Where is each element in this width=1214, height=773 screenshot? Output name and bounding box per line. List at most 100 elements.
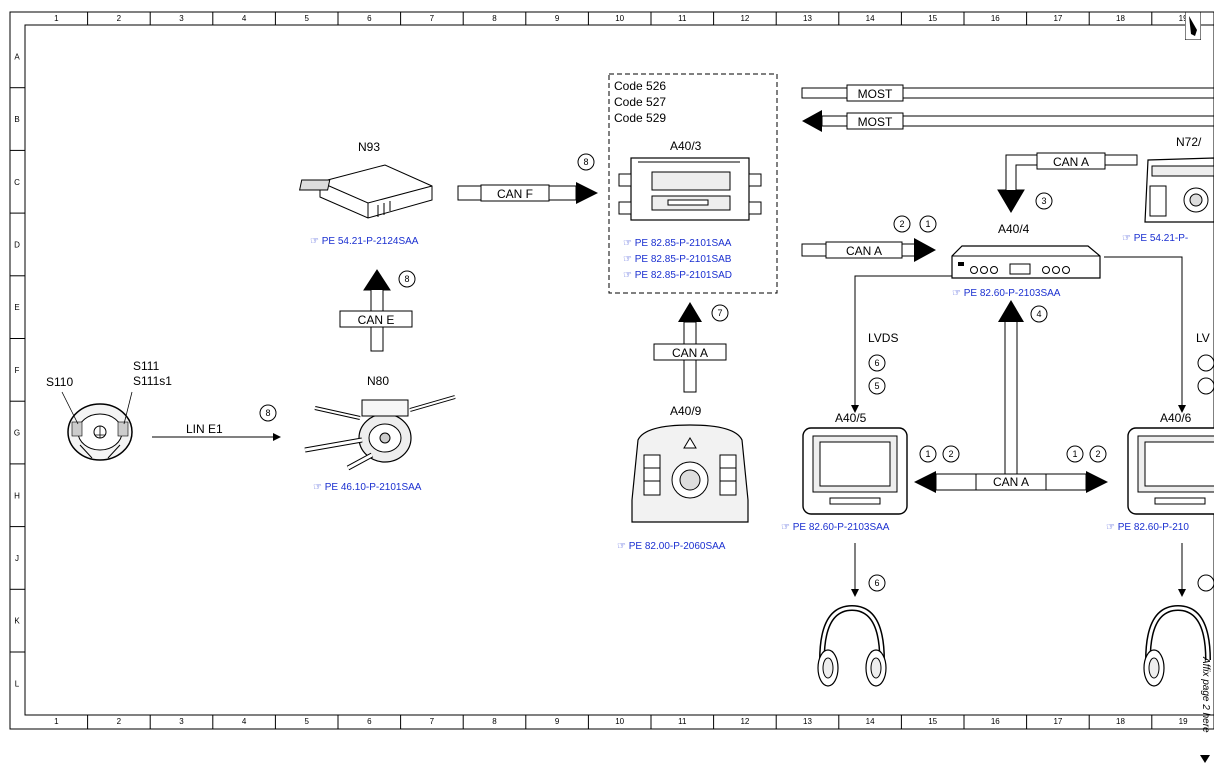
grid-col-label: 17 xyxy=(1053,14,1062,23)
grid-col-label: 10 xyxy=(615,717,624,726)
callout-8-canf-text: 8 xyxy=(583,157,588,167)
grid-col-label: 9 xyxy=(555,717,560,726)
callout-2-right xyxy=(1089,445,1107,463)
steering-wheel-s110-s111 xyxy=(61,391,133,461)
grid-col-label: 5 xyxy=(304,14,309,23)
ref-n93: ☞ PE 54.21-P-2124SAA xyxy=(310,236,419,247)
label-can-a-top: CAN A xyxy=(1053,155,1089,169)
label-lvds: LVDS xyxy=(868,331,898,345)
can-e-connection xyxy=(339,269,413,352)
grid-col-label: 11 xyxy=(678,717,687,726)
ref-a40-3-2: ☞ PE 82.85-P-2101SAB xyxy=(623,254,732,265)
label-a40-5: A40/5 xyxy=(835,411,867,425)
ref-a40-4: ☞ PE 82.60-P-2103SAA xyxy=(952,288,1061,299)
grid-col-label: 12 xyxy=(740,717,749,726)
grid-col-label: 11 xyxy=(678,14,687,23)
grid-col-label: 5 xyxy=(304,717,309,726)
grid-col-label: 14 xyxy=(866,14,875,23)
callout-8-lin xyxy=(259,404,277,422)
callout-8-lin-text: 8 xyxy=(265,408,270,418)
grid-col-label: 7 xyxy=(430,14,435,23)
can-a-a40-9-connection xyxy=(653,302,727,393)
ref-n80: ☞ PE 46.10-P-2101SAA xyxy=(313,482,422,493)
grid-col-label: 1 xyxy=(54,14,59,23)
grid-col-label: 7 xyxy=(430,717,435,726)
grid-row-label: E xyxy=(14,303,19,312)
grid-col-label: 16 xyxy=(991,14,1000,23)
drawing-frame: 1122334455667788991010111112121313141415… xyxy=(9,11,1214,730)
callout-5-right xyxy=(1197,377,1214,395)
callout-5-lvds xyxy=(868,377,886,395)
lvds-line-a40-5 xyxy=(851,275,952,413)
callout-3-text: 3 xyxy=(1041,196,1046,206)
grid-col-label: 2 xyxy=(117,14,122,23)
callout-1-left-text: 1 xyxy=(925,449,930,459)
callout-6-right xyxy=(1197,354,1214,372)
grid-row-label: G xyxy=(14,429,20,438)
grid-row-label: L xyxy=(15,679,20,688)
grid-row-label: A xyxy=(14,52,20,61)
grid-col-label: 8 xyxy=(492,14,497,23)
ref-a40-5: ☞ PE 82.60-P-2103SAA xyxy=(781,522,890,533)
label-a40-6: A40/6 xyxy=(1160,411,1192,425)
callout-8-cane xyxy=(398,270,416,288)
label-n72: N72/ xyxy=(1176,135,1202,149)
grid-col-label: 18 xyxy=(1116,717,1125,726)
most-bus-2 xyxy=(802,110,1214,132)
grid-col-label: 15 xyxy=(928,14,937,23)
a40-5-screen-drawing xyxy=(802,427,908,515)
ref-a40-9: ☞ PE 82.00-P-2060SAA xyxy=(617,541,726,552)
callout-4-text: 4 xyxy=(1036,309,1041,319)
ref-n72: ☞ PE 54.21-P- xyxy=(1122,233,1188,244)
affix-page-note: Affix page 2 here xyxy=(1198,655,1212,765)
grid-row-label: D xyxy=(14,240,20,249)
callout-6-bottom-text: 6 xyxy=(874,578,879,588)
label-lvds-cut: LV xyxy=(1196,331,1210,345)
grid-col-label: 3 xyxy=(179,717,184,726)
grid-col-label: 4 xyxy=(242,14,247,23)
a40-3-code-box xyxy=(608,73,778,294)
can-f-connection xyxy=(457,182,598,204)
grid-col-label: 18 xyxy=(1116,14,1125,23)
label-n80: N80 xyxy=(367,374,389,388)
grid-col-label: 17 xyxy=(1053,717,1062,726)
most-bus-1 xyxy=(801,84,1214,102)
callout-2-mid xyxy=(893,215,911,233)
label-a40-3: A40/3 xyxy=(670,139,702,153)
label-can-e: CAN E xyxy=(358,313,395,327)
callout-7 xyxy=(711,304,729,322)
callout-6-bottom-right xyxy=(1197,574,1214,592)
grid-col-label: 4 xyxy=(242,717,247,726)
grid-col-label: 15 xyxy=(928,717,937,726)
callout-5-lvds-text: 5 xyxy=(874,381,879,391)
callout-6-bottom xyxy=(868,574,886,592)
grid-row-label: F xyxy=(15,366,20,375)
label-a40-9: A40/9 xyxy=(670,404,702,418)
label-can-a-bottom: CAN A xyxy=(993,475,1029,489)
grid-col-label: 9 xyxy=(555,14,560,23)
label-n93: N93 xyxy=(358,140,380,154)
grid-col-label: 19 xyxy=(1179,717,1188,726)
grid-col-label: 13 xyxy=(803,717,812,726)
grid-col-label: 1 xyxy=(54,717,59,726)
a40-4-unit-drawing xyxy=(951,245,1101,279)
code-526: Code 526 xyxy=(614,79,666,93)
label-s110: S110 xyxy=(46,375,73,389)
callout-4 xyxy=(1030,305,1048,323)
can-a-bottom-connection xyxy=(914,300,1108,493)
n80-module-drawing xyxy=(304,395,456,471)
a40-6-screen-drawing xyxy=(1127,427,1214,515)
grid-col-label: 2 xyxy=(117,717,122,726)
grid-col-label: 6 xyxy=(367,14,372,23)
grid-col-label: 16 xyxy=(991,717,1000,726)
callout-8-canf xyxy=(577,153,595,171)
a40-3-unit-drawing xyxy=(618,157,762,221)
callout-1-mid xyxy=(919,215,937,233)
callout-3 xyxy=(1035,192,1053,210)
callout-2-mid-text: 2 xyxy=(899,219,904,229)
label-s111s1: S111s1 xyxy=(133,374,172,388)
grid-row-label: B xyxy=(14,115,19,124)
code-527: Code 527 xyxy=(614,95,666,109)
grid-col-label: 19 xyxy=(1179,14,1188,23)
